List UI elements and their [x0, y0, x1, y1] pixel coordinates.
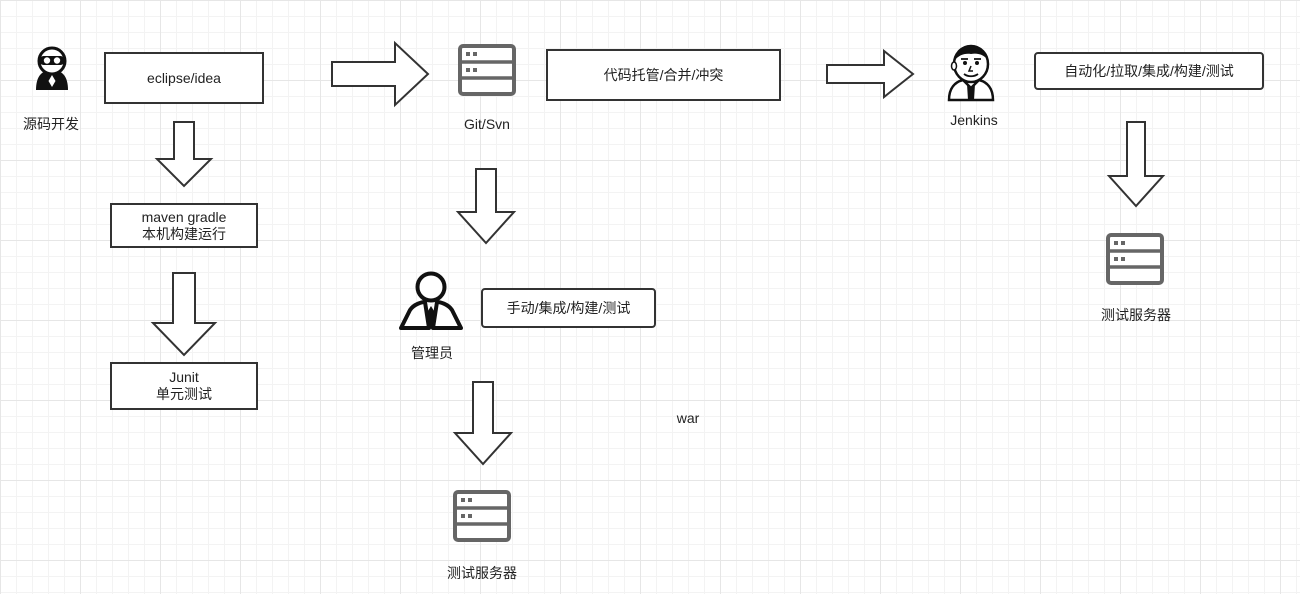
build-line1: maven gradle: [141, 208, 227, 225]
hosting-box: 代码托管/合并/冲突: [546, 49, 781, 101]
unittest-line1: Junit: [169, 369, 199, 385]
manual-label: 手动/集成/构建/测试: [506, 299, 631, 316]
manual-box: 手动/集成/构建/测试: [481, 288, 656, 328]
down-arrow-build-to-junit: [150, 272, 218, 357]
unittest-line2: 单元测试: [156, 386, 212, 402]
ide-box: eclipse/idea: [104, 52, 264, 104]
server-icon: [458, 44, 516, 96]
developer-icon: [36, 46, 68, 90]
admin-label: 管理员: [411, 345, 453, 361]
unittest-box: Junit 单元测试: [110, 362, 258, 410]
jenkins-icon: [947, 44, 995, 102]
test-server-right-label: 测试服务器: [1101, 307, 1171, 323]
server-icon: [1106, 233, 1164, 285]
down-arrow-jenkins-to-server: [1106, 121, 1166, 208]
right-arrow-to-git: [331, 40, 430, 108]
right-arrow-to-jenkins: [826, 48, 915, 100]
test-server-bottom-label: 测试服务器: [447, 565, 517, 581]
jenkins-label: Jenkins: [950, 112, 998, 128]
developer-label: 源码开发: [23, 116, 79, 132]
git-label: Git/Svn: [464, 116, 510, 132]
build-box: maven gradle 本机构建运行: [110, 203, 258, 248]
build-line2: 本机构建运行: [142, 225, 226, 242]
auto-box: 自动化/拉取/集成/构建/测试: [1034, 52, 1264, 90]
ide-label: eclipse/idea: [147, 69, 221, 86]
server-icon: [453, 490, 511, 542]
down-arrow-admin-to-server: [452, 381, 514, 466]
war-label: war: [676, 410, 700, 426]
down-arrow-git-to-admin: [455, 168, 517, 245]
hosting-label: 代码托管/合并/冲突: [603, 66, 724, 83]
admin-icon: [399, 271, 463, 330]
down-arrow-ide-to-build: [154, 121, 214, 188]
auto-label: 自动化/拉取/集成/构建/测试: [1064, 62, 1234, 79]
